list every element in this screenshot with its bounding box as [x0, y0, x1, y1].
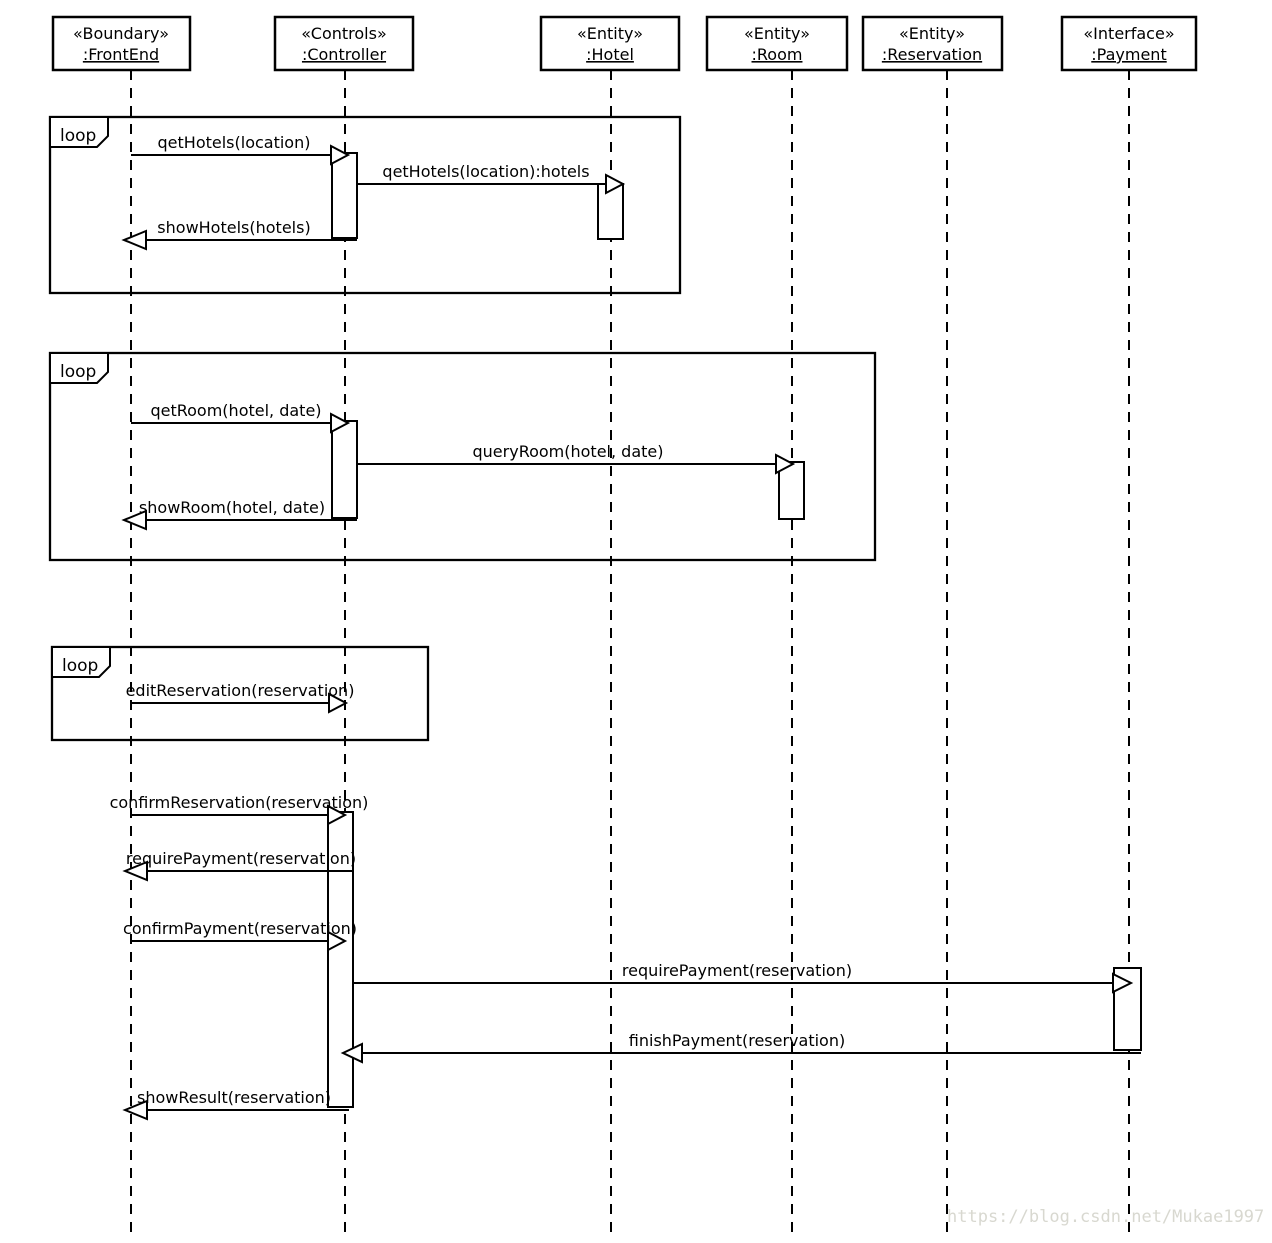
message-label: qetRoom(hotel, date) — [150, 401, 321, 420]
message-label: showResult(reservation) — [137, 1088, 331, 1107]
arrowhead-right-icon — [1112, 972, 1134, 994]
activation-controller-2 — [331, 420, 358, 519]
lifeline-payment-stereotype: «Interface» — [1083, 24, 1174, 43]
message-showhotels: showHotels(hotels) — [121, 218, 357, 251]
message-confirmpayment: confirmPayment(reservation) — [123, 919, 357, 952]
message-label: editReservation(reservation) — [126, 681, 355, 700]
message-label: requirePayment(reservation) — [622, 961, 852, 980]
message-showresult: showResult(reservation) — [122, 1088, 349, 1121]
loop-operator-pentagon — [51, 646, 111, 678]
lifeline-reservation: «Entity» :Reservation — [861, 15, 1004, 72]
message-finishpayment: finishPayment(reservation) — [340, 1031, 1141, 1064]
lifeline-hotel-name: :Hotel — [586, 45, 634, 64]
message-qetroom: qetRoom(hotel, date) — [131, 401, 351, 434]
lifeline-hotel: «Entity» :Hotel — [539, 15, 681, 72]
lifeline-frontend-box — [51, 15, 192, 72]
message-confirmreservation: confirmReservation(reservation) — [110, 793, 369, 826]
lifeline-reservation-box — [861, 15, 1004, 72]
loop-fragment-rooms: loop — [48, 351, 877, 562]
message-label: qetHotels(location) — [158, 133, 311, 152]
loop-operator-pentagon — [49, 352, 109, 384]
loop-operator-label: loop — [60, 126, 96, 146]
lifeline-payment: «Interface» :Payment — [1060, 15, 1198, 72]
lifeline-controller-box — [273, 15, 415, 72]
arrowhead-right-icon — [327, 930, 348, 952]
lifeline-reservation-name: :Reservation — [882, 45, 982, 64]
message-label: finishPayment(reservation) — [629, 1031, 845, 1050]
lifeline-frontend: «Boundary» :FrontEnd — [51, 15, 192, 72]
message-qethotels-hotels: qetHotels(location):hotels — [357, 162, 626, 195]
lifeline-payment-box — [1060, 15, 1198, 72]
lifeline-room-stereotype: «Entity» — [744, 24, 810, 43]
loop-fragment-edit-reservation: loop — [50, 645, 430, 742]
activation-controller-1 — [331, 152, 358, 239]
lifeline-payment-name: :Payment — [1091, 45, 1166, 64]
lifeline-hotel-stereotype: «Entity» — [577, 24, 643, 43]
lifeline-room-box — [705, 15, 849, 72]
message-label: qetHotels(location):hotels — [382, 162, 589, 181]
watermark: https://blog.csdn.net/Mukae1997 — [947, 1207, 1264, 1227]
lifeline-room-name: :Room — [752, 45, 803, 64]
message-label: showRoom(hotel, date) — [139, 498, 325, 517]
message-requirepayment-frontend: requirePayment(reservation) — [122, 849, 356, 882]
lifeline-controller: «Controls» :Controller — [273, 15, 415, 72]
arrowhead-left-icon — [122, 860, 148, 882]
lifeline-reservation-stereotype: «Entity» — [899, 24, 965, 43]
lifeline-frontend-name: :FrontEnd — [83, 45, 159, 64]
lifeline-controller-name: :Controller — [302, 45, 387, 64]
arrowhead-right-icon — [327, 804, 348, 826]
activation-hotel — [597, 183, 624, 240]
message-editreservation: editReservation(reservation) — [126, 681, 355, 714]
arrowhead-right-icon — [330, 412, 351, 434]
loop-fragment-hotels: loop — [48, 115, 682, 295]
loop-fragment-border — [48, 351, 877, 562]
arrowhead-left-icon — [340, 1042, 363, 1064]
lifeline-frontend-stereotype: «Boundary» — [73, 24, 169, 43]
loop-fragment-border — [48, 115, 682, 295]
lifeline-hotel-box — [539, 15, 681, 72]
lifeline-room: «Entity» :Room — [705, 15, 849, 72]
message-requirepayment-payment: requirePayment(reservation) — [353, 961, 1134, 994]
loop-operator-label: loop — [62, 656, 98, 676]
message-qethotels: qetHotels(location) — [131, 133, 351, 166]
arrowhead-right-icon — [775, 453, 796, 475]
arrowhead-right-icon — [605, 173, 626, 195]
arrowhead-left-icon — [121, 509, 147, 531]
message-label: confirmPayment(reservation) — [123, 919, 357, 938]
message-label: showHotels(hotels) — [157, 218, 310, 237]
arrowhead-right-icon — [328, 692, 349, 714]
arrowhead-left-icon — [122, 1099, 148, 1121]
activation-room — [778, 461, 805, 520]
message-queryroom: queryRoom(hotel, date) — [357, 442, 796, 475]
arrowhead-left-icon — [121, 229, 147, 251]
message-label: requirePayment(reservation) — [126, 849, 356, 868]
message-showroom: showRoom(hotel, date) — [121, 498, 357, 531]
message-label: queryRoom(hotel, date) — [473, 442, 664, 461]
lifeline-controller-stereotype: «Controls» — [301, 24, 386, 43]
arrowhead-right-icon — [330, 144, 351, 166]
loop-fragment-border — [50, 645, 430, 742]
loop-operator-pentagon — [49, 116, 109, 148]
loop-operator-label: loop — [60, 362, 96, 382]
message-label: confirmReservation(reservation) — [110, 793, 369, 812]
